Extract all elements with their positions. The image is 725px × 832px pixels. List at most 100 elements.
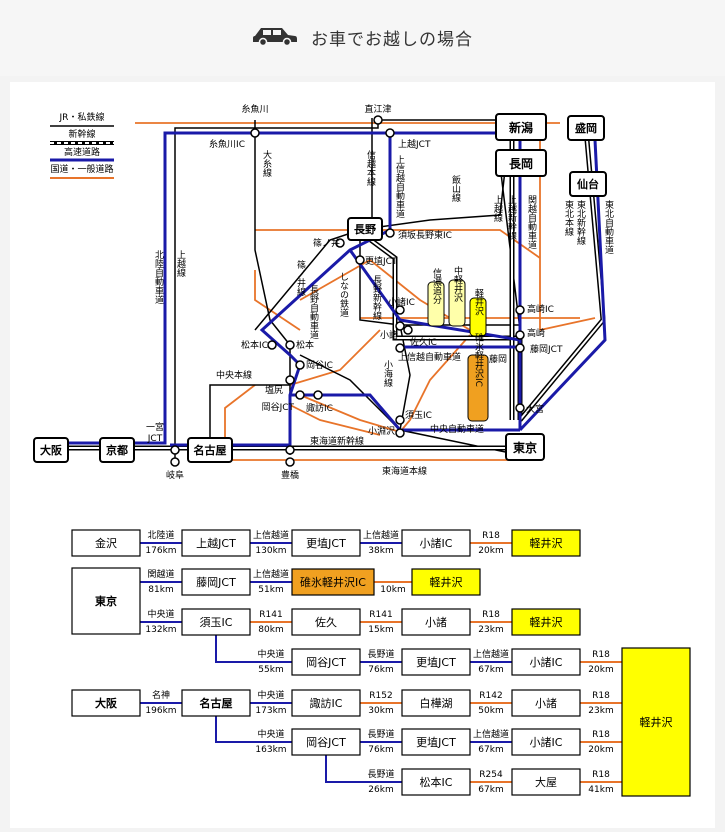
route3-dest: 軽井沢 (530, 615, 563, 629)
route6-node2: 更埴JCT (416, 735, 456, 749)
station-karuizawa[interactable]: 軽井沢 (469, 288, 487, 337)
station-niigata[interactable]: 新潟 (495, 113, 547, 141)
svg-text:東京: 東京 (513, 440, 537, 455)
route6-node3: 小諸IC (530, 735, 563, 749)
svg-text:名古屋: 名古屋 (194, 443, 227, 457)
svg-text:10km: 10km (380, 585, 405, 595)
svg-text:20km: 20km (588, 745, 613, 755)
label-ichinomiya-jct: JCT (147, 434, 163, 444)
label-tohoku-line: 東北本線 (563, 199, 574, 236)
svg-text:20km: 20km (588, 665, 613, 675)
station-nagaoka[interactable]: 長岡 (495, 149, 547, 177)
route5-node2: 白樺湖 (420, 696, 453, 710)
svg-text:R18: R18 (482, 610, 500, 620)
label-shinonoi: 篠ノ井 (313, 237, 340, 249)
header-title-wrap: お車でお越しの場合 (0, 24, 725, 50)
svg-text:R254: R254 (479, 770, 503, 780)
svg-text:中央道: 中央道 (257, 689, 284, 701)
label-joshinetsu-exp2: 上信越自動車道 (398, 351, 461, 363)
svg-text:81km: 81km (148, 585, 173, 595)
route-origin-tokyo: 東京 (95, 594, 117, 608)
svg-text:173km: 173km (255, 706, 286, 716)
station-nagano[interactable]: 長野 (347, 217, 383, 241)
svg-text:北陸道: 北陸道 (147, 529, 174, 541)
svg-text:23km: 23km (478, 625, 503, 635)
station-naka-karuizawa[interactable]: 中軽井沢 (448, 265, 466, 327)
svg-text:76km: 76km (368, 745, 393, 755)
svg-text:中軽井沢: 中軽井沢 (452, 265, 463, 303)
svg-text:76km: 76km (368, 665, 393, 675)
label-takasaki: 高崎 (527, 327, 545, 339)
svg-text:67km: 67km (478, 785, 503, 795)
route5-node1: 諏訪IC (310, 696, 343, 710)
svg-text:軽井沢: 軽井沢 (473, 288, 484, 316)
svg-text:130km: 130km (255, 546, 286, 556)
svg-text:163km: 163km (255, 745, 286, 755)
label-chuo-line: 中央本線 (216, 369, 252, 381)
station-osaka[interactable]: 大阪 (33, 437, 69, 463)
svg-text:中央道: 中央道 (147, 608, 174, 620)
map-stations: 新潟 長岡 盛岡 仙台 長野 大阪 京都 名古屋 (33, 113, 607, 463)
route1-dest: 軽井沢 (530, 536, 563, 550)
access-map-svg: JR・私鉄線 新幹線 高速道路 国道・一般道路 (33, 103, 691, 797)
svg-text:長野道: 長野道 (367, 648, 394, 660)
svg-text:盛岡: 盛岡 (575, 121, 597, 135)
route1-node3: 小諸IC (420, 536, 453, 550)
route7-node2: 大屋 (535, 775, 557, 789)
route-big-dest: 軽井沢 (640, 715, 673, 729)
svg-text:R141: R141 (369, 610, 392, 620)
route3-node3: 小諸 (425, 615, 447, 629)
label-tokaido-line: 東海道本線 (382, 465, 427, 477)
svg-text:長岡: 長岡 (509, 156, 533, 171)
station-shinano-oiwake[interactable]: 信濃追分 (427, 267, 445, 327)
svg-text:R18: R18 (592, 730, 610, 740)
page-title: お車でお越しの場合 (311, 29, 474, 50)
usui-karuizawa-ic-box[interactable]: 碓氷軽井沢IC (467, 332, 489, 422)
svg-text:51km: 51km (258, 585, 283, 595)
station-sendai[interactable]: 仙台 (569, 171, 607, 197)
svg-text:長野道: 長野道 (367, 768, 394, 780)
map-nodes (170, 115, 525, 467)
label-toyohashi: 豊橋 (281, 469, 299, 481)
label-okaya-jct: 岡谷JCT (262, 402, 295, 413)
svg-text:R141: R141 (259, 610, 282, 620)
label-suzaka-ic: 須坂長野東IC (398, 229, 452, 241)
map-labels: 糸魚川 直江津 糸魚川IC 上越JCT 大糸線 信越本線 上信越自動車道 飯山線… (146, 103, 614, 481)
route4-node3: 小諸IC (530, 655, 563, 669)
svg-text:R18: R18 (482, 531, 500, 541)
label-tokaido-shinkansen: 東海道新幹線 (310, 435, 364, 447)
svg-text:196km: 196km (145, 706, 176, 716)
svg-text:長野: 長野 (354, 223, 376, 236)
svg-text:新潟: 新潟 (509, 120, 533, 135)
label-gifu: 岐阜 (166, 469, 184, 481)
label-koshoku-jct: 更埴JCT (365, 255, 398, 267)
svg-text:京都: 京都 (106, 443, 128, 457)
station-tokyo[interactable]: 東京 (505, 433, 545, 461)
label-takasaki-ic: 高崎IC (527, 303, 554, 315)
svg-text:R18: R18 (592, 770, 610, 780)
svg-text:上信越道: 上信越道 (473, 728, 509, 740)
label-joetsu-shinkansen: 上越新幹線 (506, 195, 517, 240)
label-chuo-exp: 中央自動車道 (430, 423, 484, 435)
svg-text:R18: R18 (592, 650, 610, 660)
label-tohoku-exp: 東北自動車道 (603, 199, 614, 255)
station-nagoya[interactable]: 名古屋 (187, 437, 233, 463)
label-matsumoto: 松本 (296, 339, 314, 351)
svg-text:176km: 176km (145, 546, 176, 556)
station-kyoto[interactable]: 京都 (99, 437, 135, 463)
label-shinonoi-line: 篠ノ井線 (295, 259, 306, 296)
svg-text:上信越道: 上信越道 (363, 529, 399, 541)
svg-text:R142: R142 (479, 691, 502, 701)
label-okaya-ic: 岡谷IC (306, 360, 333, 371)
label-joetsu-line: 上越線 (492, 195, 503, 222)
svg-text:15km: 15km (368, 625, 393, 635)
label-tohoku-shinkansen: 東北新幹線 (575, 199, 586, 245)
svg-text:23km: 23km (588, 706, 613, 716)
svg-text:50km: 50km (478, 706, 503, 716)
svg-text:上信越道: 上信越道 (253, 568, 289, 580)
page-header: お車でお越しの場合 (0, 0, 725, 76)
station-morioka[interactable]: 盛岡 (567, 115, 605, 141)
svg-text:関越道: 関越道 (147, 568, 174, 580)
svg-text:20km: 20km (478, 546, 503, 556)
label-joshinetsu-exp: 上信越自動車道 (394, 155, 405, 219)
